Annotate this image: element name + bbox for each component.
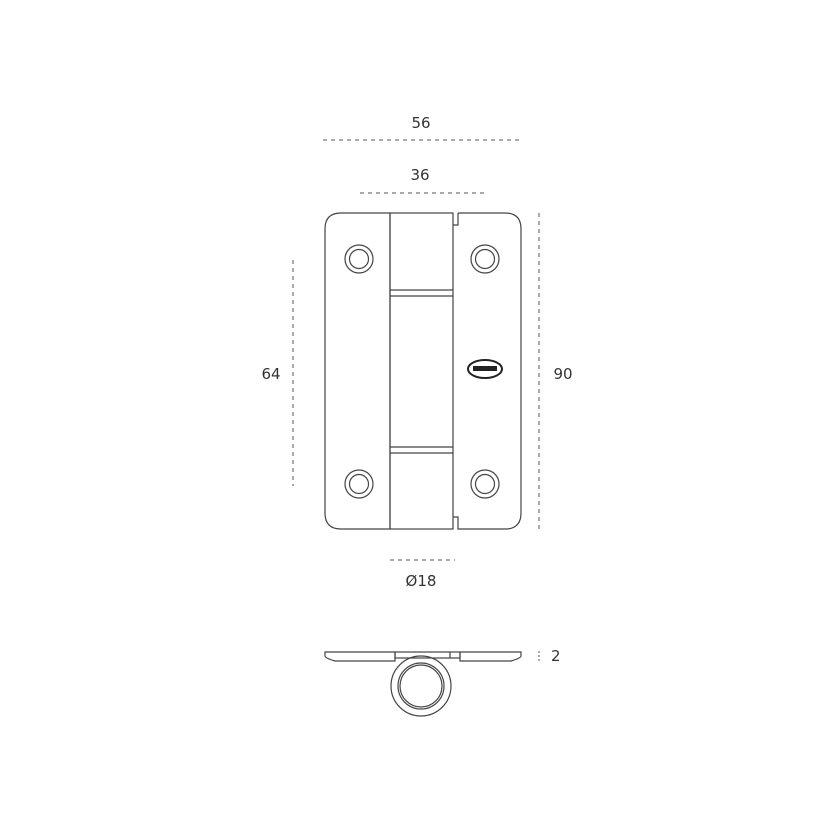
knuckle: [389, 212, 454, 530]
right-leaf: [453, 212, 522, 530]
dim-label-2: 2: [551, 647, 561, 665]
jnf-logo-icon: [467, 359, 503, 379]
left-leaf: [324, 212, 391, 530]
dim-label-36: 36: [410, 166, 429, 184]
dim-label-64: 64: [261, 365, 280, 383]
hinge-side-view: [324, 651, 522, 717]
screw-hole-icon: [344, 244, 500, 499]
dim-label-18: Ø18: [406, 572, 437, 590]
dim-label-56: 56: [411, 114, 430, 132]
hinge-front-view: [324, 212, 522, 530]
dim-label-90: 90: [553, 365, 572, 383]
